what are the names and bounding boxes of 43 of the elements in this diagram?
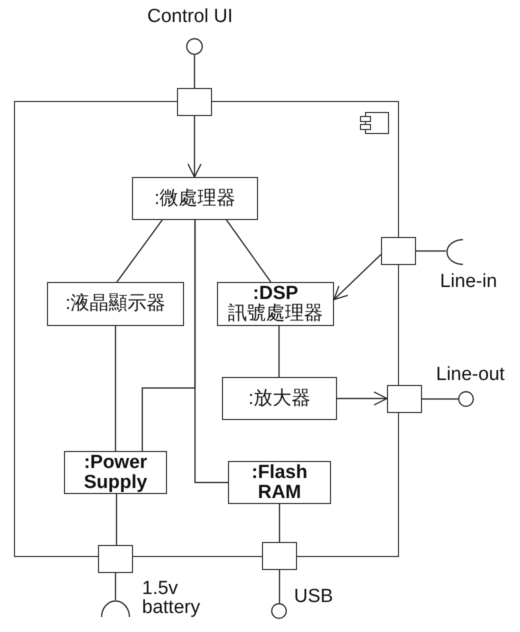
connector-line (422, 398, 458, 400)
port-box (98, 545, 133, 573)
connector-line (114, 573, 116, 600)
interface-circle (458, 391, 474, 407)
dependency-arrow (187, 116, 202, 178)
interface-label: Control UI (146, 7, 234, 26)
dependency-arrow (337, 391, 388, 406)
component-label: :微處理器 (154, 188, 236, 208)
component-label: :放大器 (248, 388, 311, 408)
port-box (387, 385, 422, 413)
component-box (228, 461, 331, 504)
component-box (217, 282, 334, 326)
connector-line (278, 570, 280, 603)
connector-line (278, 504, 280, 542)
interface-label: USB (294, 587, 334, 606)
interface-circle (186, 38, 203, 55)
connector-line (226, 220, 272, 282)
socket-arc (446, 239, 463, 265)
port-box (381, 237, 416, 265)
interface-label: 1.5v battery (142, 579, 202, 617)
port-box (262, 542, 297, 570)
interface-label: Line-out (436, 365, 506, 384)
interface-circle (271, 603, 287, 619)
component-label: :Power Supply (82, 452, 148, 492)
dependency-arrow (333, 254, 382, 300)
port-box (177, 88, 212, 116)
connector-line (114, 326, 116, 451)
component-box (222, 377, 337, 420)
connector-line (116, 494, 118, 545)
socket-arc (101, 600, 130, 617)
connector-line (194, 55, 196, 88)
component-label: :液晶顯示器 (65, 294, 166, 314)
component-label: :DSP 訊號處理器 (227, 284, 324, 324)
component-box (47, 282, 184, 326)
interface-label: Line-in (440, 272, 498, 291)
connector-line (194, 220, 228, 484)
component-box (132, 177, 258, 220)
component-label: :Flash RAM (250, 462, 308, 502)
connector-line (278, 326, 280, 377)
component-box (64, 451, 167, 494)
connector-line (416, 250, 446, 252)
component-frame (14, 101, 399, 557)
connector-line (116, 220, 163, 282)
